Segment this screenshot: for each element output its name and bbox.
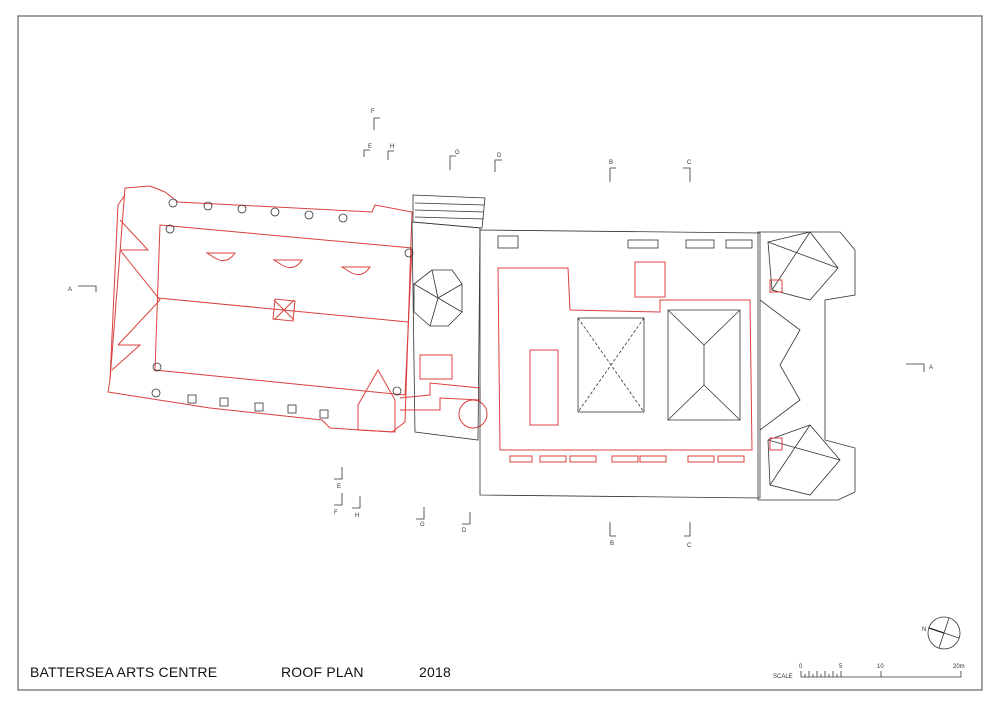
section-marker-e-bottom: E bbox=[337, 484, 341, 490]
link-block bbox=[399, 194, 488, 441]
scale-tick-0: 0 bbox=[799, 664, 803, 670]
section-marker-d-bottom: D bbox=[462, 528, 467, 534]
east-building-roof bbox=[479, 229, 761, 499]
drawing-year: 2018 bbox=[419, 664, 451, 680]
section-markers-bottom: E F H G D B C bbox=[334, 467, 692, 549]
section-marker-f: F bbox=[371, 109, 375, 115]
section-marker-a-left-line bbox=[78, 285, 97, 292]
north-label: N bbox=[922, 627, 926, 633]
north-arrow: N bbox=[922, 616, 961, 650]
east-towers-roof bbox=[757, 231, 856, 501]
section-marker-h-bottom: H bbox=[355, 513, 359, 519]
section-marker-a-right-line bbox=[906, 363, 925, 372]
section-marker-b: B bbox=[609, 160, 613, 166]
section-marker-g: G bbox=[455, 150, 460, 156]
section-markers-top: F E H G D B C bbox=[363, 109, 692, 182]
section-marker-d: D bbox=[497, 153, 502, 159]
section-marker-e: E bbox=[368, 144, 372, 150]
scale-tick-5: 5 bbox=[839, 664, 843, 670]
scale-tick-10: 10 bbox=[877, 664, 884, 670]
project-title: BATTERSEA ARTS CENTRE bbox=[30, 664, 218, 680]
section-marker-f-bottom: F bbox=[334, 510, 338, 516]
scale-tick-20: 20m bbox=[953, 664, 965, 670]
section-marker-b-bottom: B bbox=[610, 541, 614, 547]
section-marker-c: C bbox=[687, 160, 692, 166]
drawing-frame bbox=[17, 15, 983, 691]
section-marker-a-left: A bbox=[68, 287, 72, 293]
main-hall-roof bbox=[107, 185, 414, 433]
scale-label: SCALE bbox=[773, 674, 793, 680]
section-marker-g-bottom: G bbox=[420, 522, 425, 528]
scale-bar: SCALE 0 5 10 20m bbox=[773, 664, 965, 680]
section-marker-c-bottom: C bbox=[687, 543, 692, 549]
section-marker-h: H bbox=[390, 144, 394, 150]
section-marker-a-right: A bbox=[929, 365, 933, 371]
drawing-title: ROOF PLAN bbox=[281, 664, 364, 680]
